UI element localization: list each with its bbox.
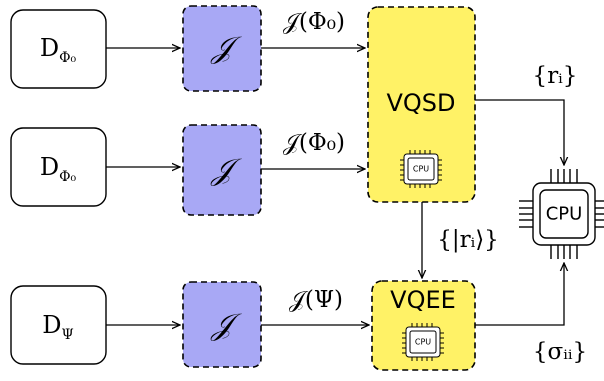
vqsd-label: VQSD — [386, 89, 456, 117]
j-mid-label: 𝒥 — [211, 152, 233, 188]
vqee-label: VQEE — [390, 286, 456, 314]
d-phi0-mid-sub: Φ₀ — [59, 169, 77, 186]
cpu-small-vqsd-label: CPU — [412, 164, 430, 174]
edge-label-r-i: {rᵢ} — [532, 63, 578, 89]
j-mid-box — [182, 124, 262, 216]
edge-vqsd-to-cpu — [475, 99, 564, 165]
d-psi-label: DΨ — [42, 311, 73, 343]
cpu-chip-icon-vqee — [402, 323, 444, 361]
d-phi0-mid-main: D — [39, 153, 60, 181]
d-phi0-top-box — [10, 9, 107, 89]
d-phi0-top-main: D — [39, 34, 60, 62]
edge-label-sigma-ii: {σᵢᵢ} — [532, 339, 588, 365]
edge-label-j-psi: 𝒥(Ψ) — [289, 287, 343, 313]
edge-vqee-to-cpu — [475, 263, 564, 326]
d-phi0-mid-label: DΦ₀ — [39, 153, 76, 185]
d-phi0-top-sub: Φ₀ — [59, 50, 77, 67]
j-top-box — [182, 5, 262, 92]
edge-label-ket-r-i: {|rᵢ⟩} — [437, 227, 499, 253]
d-psi-main: D — [42, 311, 62, 339]
d-phi0-top-label: DΦ₀ — [39, 34, 76, 66]
cpu-big-label: CPU — [545, 203, 583, 225]
j-top-label: 𝒥 — [211, 30, 233, 66]
cpu-small-vqee-label: CPU — [414, 337, 432, 347]
edge-label-j-phi0-mid: 𝒥(Φ₀) — [283, 130, 345, 156]
edge-label-j-phi0-top: 𝒥(Φ₀) — [283, 9, 345, 35]
j-bot-label: 𝒥 — [211, 307, 233, 343]
d-psi-sub: Ψ — [61, 327, 74, 344]
cpu-chip-icon-vqsd — [400, 150, 442, 188]
vqsd-box — [367, 6, 476, 203]
j-bot-box — [182, 281, 262, 368]
cpu-chip-icon-main — [519, 169, 604, 259]
